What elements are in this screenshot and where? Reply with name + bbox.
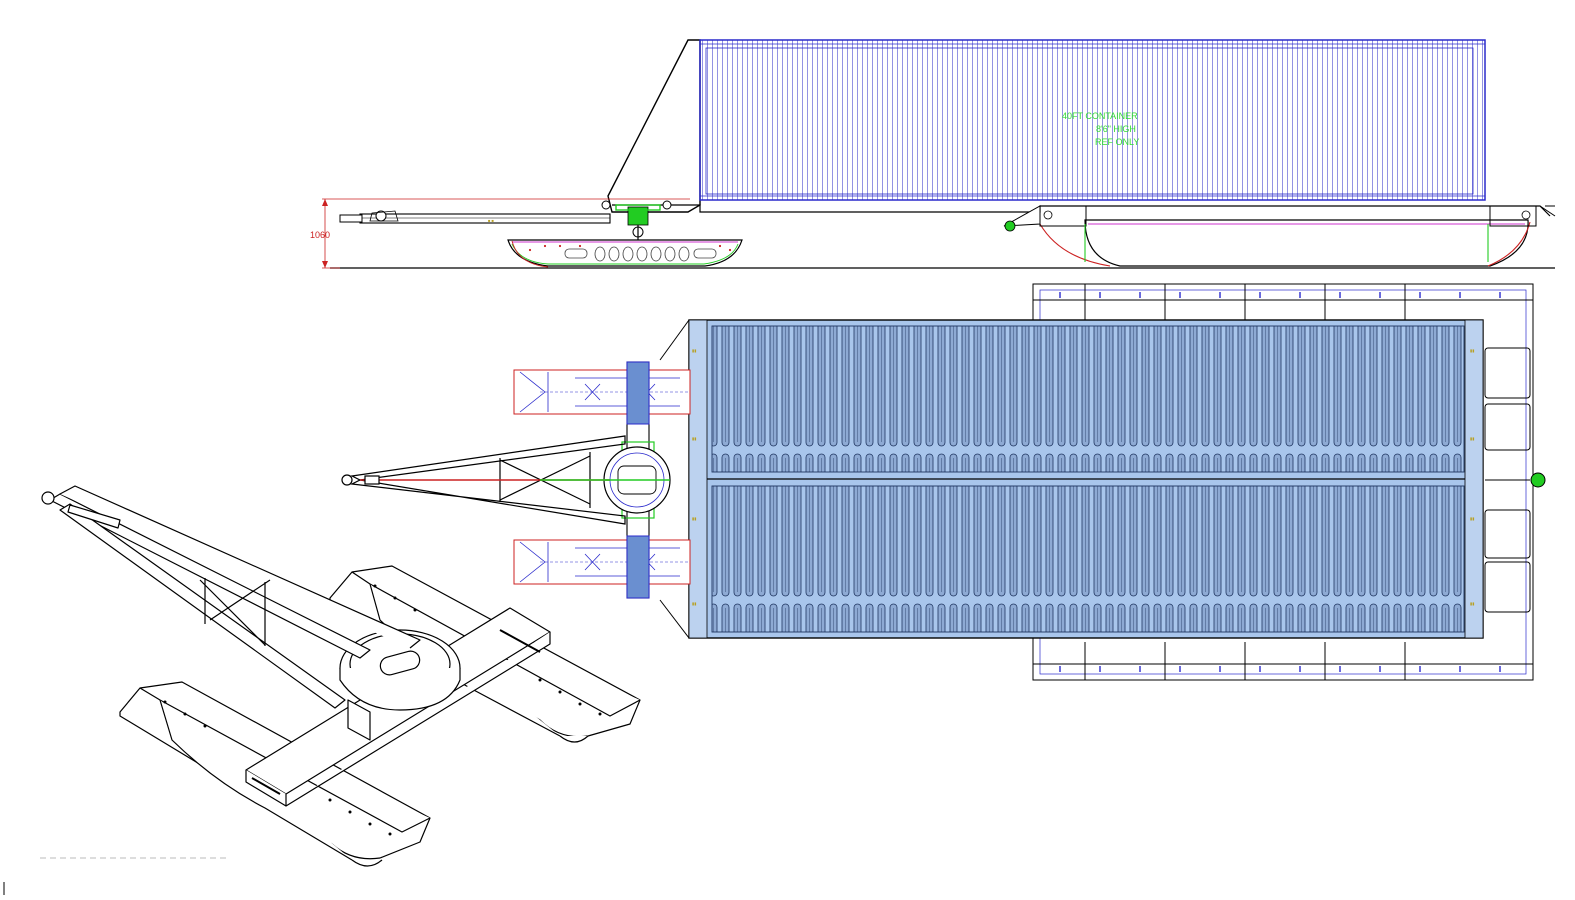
rear-pontoon-side	[1003, 205, 1556, 267]
container-label-line3: REF ONLY	[1095, 137, 1139, 147]
svg-text:▮▮: ▮▮	[692, 516, 696, 521]
container-base-frame	[612, 204, 1551, 217]
svg-text:▮▮: ▮▮	[692, 601, 696, 606]
container-label-line1: 40FT CONTAINER	[1062, 111, 1138, 121]
turntable-top	[603, 446, 671, 514]
iso-center-post	[347, 699, 371, 741]
svg-text:▮▮: ▮▮	[1470, 348, 1474, 353]
isometric-view	[41, 485, 641, 867]
svg-text:■ ■: ■ ■	[488, 218, 495, 223]
front-pontoon-side	[507, 239, 743, 268]
shipping-container-side: 40FT CONTAINER 8'6" HIGH REF ONLY	[699, 39, 1486, 201]
height-dimension: 1060	[310, 198, 690, 269]
svg-text:▮▮: ▮▮	[692, 348, 696, 353]
drawbar-side: ■ ■	[339, 210, 611, 224]
iso-turntable	[339, 629, 461, 711]
iso-drawbar	[41, 485, 421, 709]
plan-view: ▮▮ ▮▮ ▮▮ ▮▮ ▮▮ ▮▮ ▮▮ ▮▮	[341, 283, 1546, 681]
front-pontoon-top-upper	[513, 369, 691, 415]
front-pontoon-top-lower	[513, 539, 691, 585]
svg-text:▮▮: ▮▮	[692, 436, 696, 441]
svg-text:▮▮: ▮▮	[1470, 601, 1474, 606]
height-dimension-label: 1060	[310, 230, 330, 240]
side-elevation-view: 40FT CONTAINER 8'6" HIGH REF ONLY ■ ■	[310, 39, 1556, 269]
svg-text:▮▮: ▮▮	[1470, 516, 1474, 521]
container-label-line2: 8'6" HIGH	[1096, 124, 1136, 134]
gooseneck-wedge	[607, 39, 701, 213]
drawbar-top	[341, 435, 626, 525]
rear-sled-cleats	[1059, 292, 1501, 672]
rear-end-boxes	[1484, 347, 1546, 613]
shipping-container-top: ▮▮ ▮▮ ▮▮ ▮▮ ▮▮ ▮▮ ▮▮ ▮▮	[688, 319, 1484, 639]
svg-text:▮▮: ▮▮	[1470, 436, 1474, 441]
hitch-coupling-side	[601, 200, 672, 240]
